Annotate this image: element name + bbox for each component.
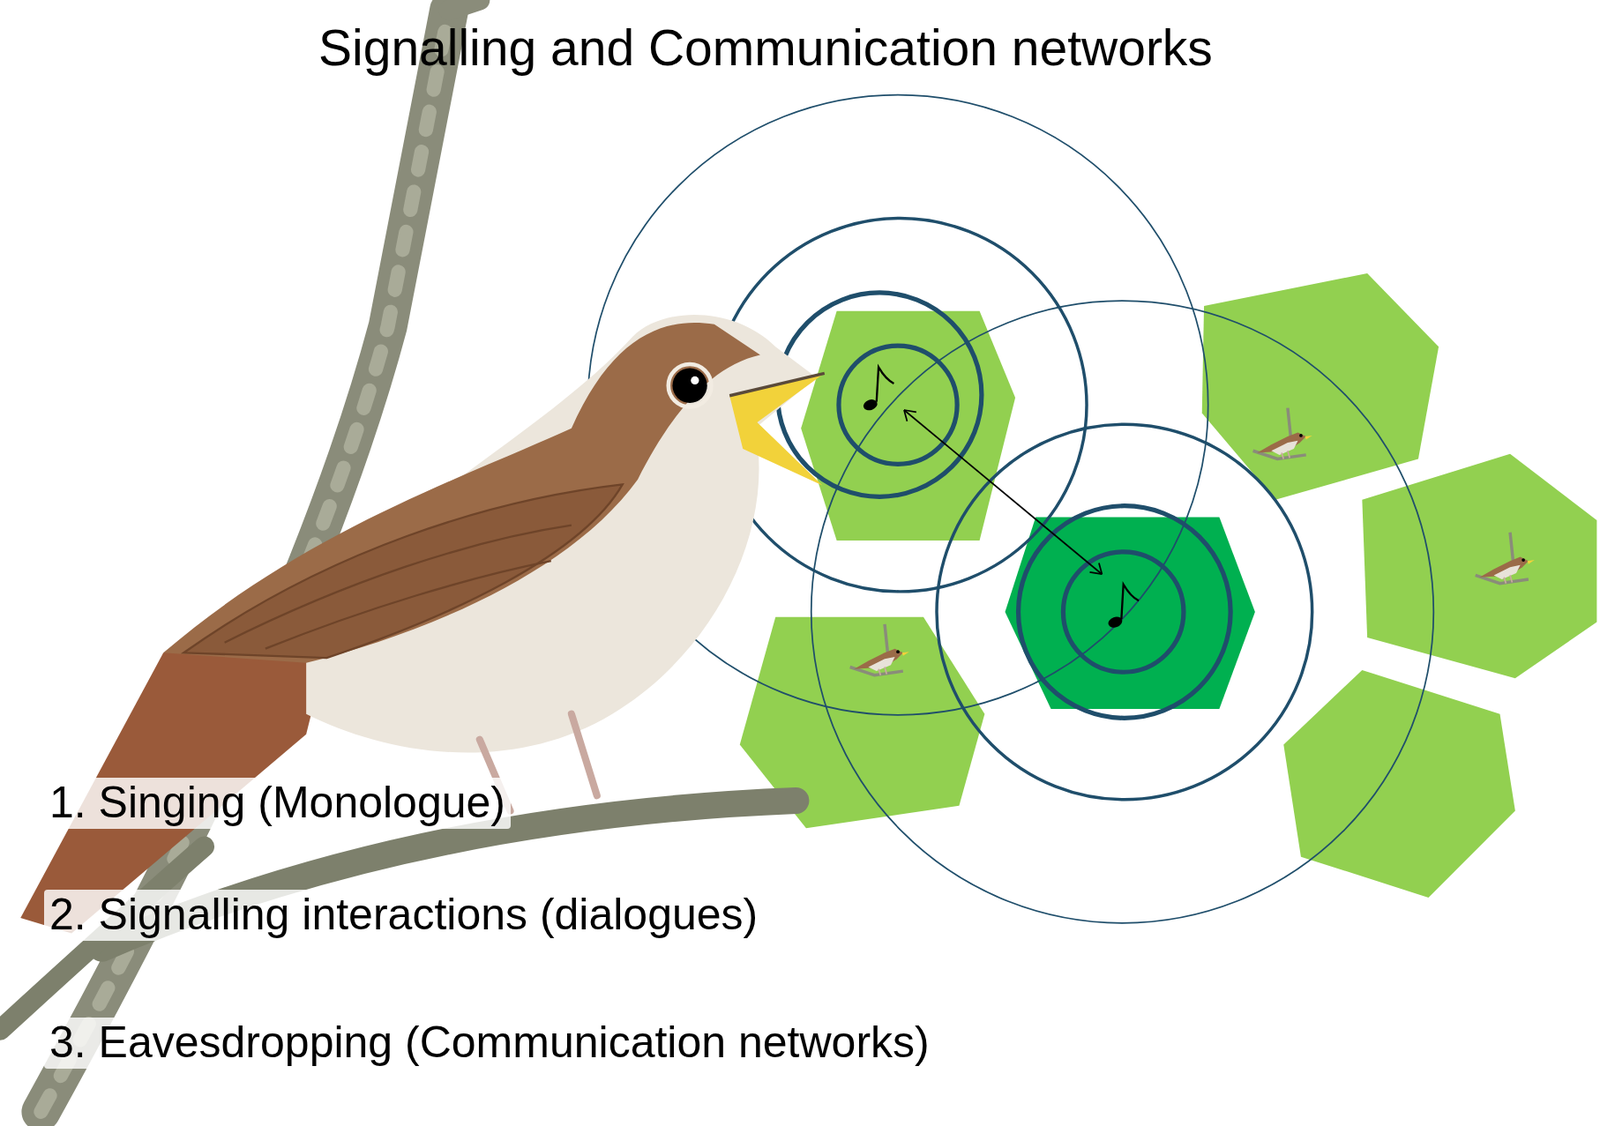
interaction-arrow (904, 410, 1102, 575)
territory (800, 311, 1016, 541)
list-item: 1. Singing (Monologue) (44, 777, 511, 830)
territory-hexagons (740, 273, 1598, 898)
nightingale (20, 314, 824, 934)
territory (1283, 670, 1516, 898)
territory (1361, 454, 1597, 679)
list-item: 2. Signalling interactions (dialogues) (44, 889, 763, 942)
slide-title: Signalling and Communication networks (318, 19, 1213, 78)
small-bird (1475, 532, 1535, 584)
small-bird (1253, 408, 1313, 460)
small-bird (850, 624, 910, 676)
territory (1202, 273, 1439, 501)
music-note (861, 366, 1139, 629)
list-item: 3. Eavesdropping (Communication networks… (44, 1017, 935, 1070)
